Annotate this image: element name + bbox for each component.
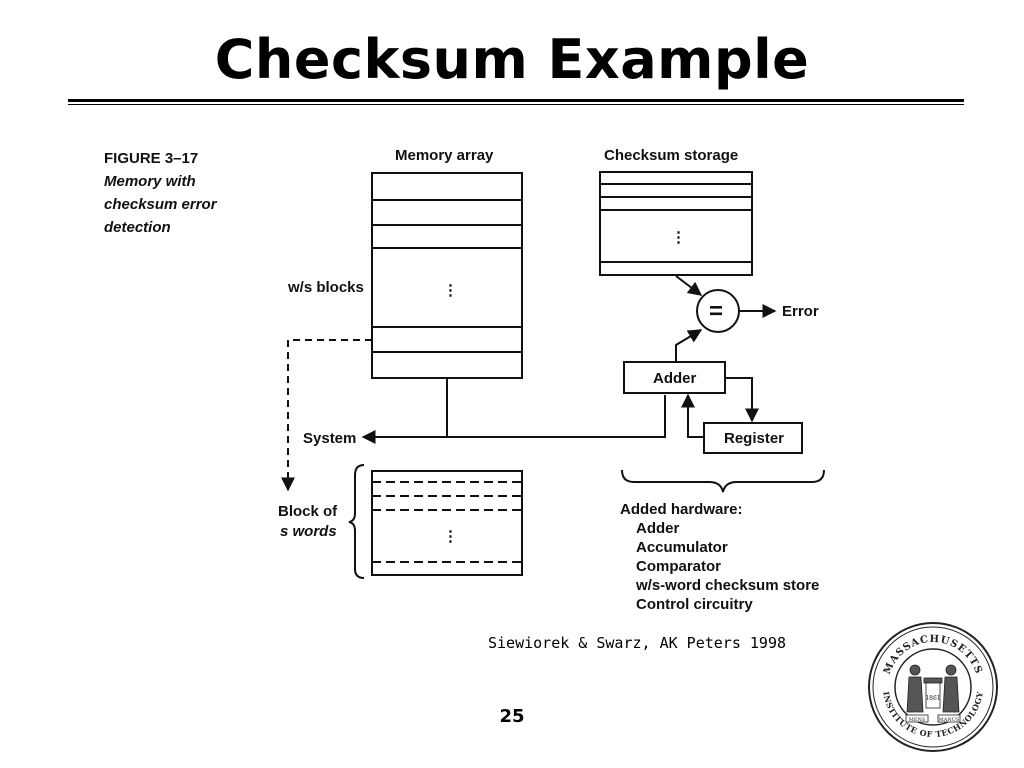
seal-year: 1861 bbox=[925, 695, 940, 702]
title-rule-thick bbox=[68, 99, 964, 102]
block-dashed-arrow bbox=[281, 339, 372, 492]
adder-to-register-arrow bbox=[725, 377, 759, 423]
adder-to-comparator-arrow bbox=[675, 329, 703, 362]
comparator-symbol: = bbox=[709, 298, 723, 325]
ws-blocks-label: w/s blocks bbox=[287, 279, 364, 296]
slide-title: Checksum Example bbox=[214, 28, 810, 91]
error-label: Error bbox=[782, 303, 819, 320]
added-hardware-item-5: Control circuitry bbox=[636, 596, 753, 613]
block-label-line-1: Block of bbox=[278, 503, 338, 520]
page-number: 25 bbox=[499, 706, 525, 727]
checksum-storage-label: Checksum storage bbox=[604, 147, 738, 164]
memory-array bbox=[371, 172, 523, 379]
title-rule-thin bbox=[68, 104, 964, 105]
figure-caption-line-3: detection bbox=[104, 219, 171, 236]
added-hardware-item-1: Adder bbox=[636, 520, 680, 537]
citation: Siewiorek & Swarz, AK Peters 1998 bbox=[488, 634, 787, 652]
block-of-words bbox=[371, 470, 523, 576]
adder-label: Adder bbox=[653, 370, 697, 387]
checksum-storage bbox=[599, 171, 753, 276]
register-label: Register bbox=[724, 430, 784, 447]
added-hardware-title: Added hardware: bbox=[620, 501, 743, 518]
added-hardware-brace bbox=[621, 469, 825, 493]
figure-number: FIGURE 3–17 bbox=[104, 150, 198, 167]
block-label-line-2: s words bbox=[280, 523, 337, 540]
memory-array-label: Memory array bbox=[395, 147, 494, 164]
added-hardware-item-4: w/s-word checksum store bbox=[635, 577, 819, 594]
figure-caption-line-1: Memory with bbox=[104, 173, 196, 190]
memory-array-ellipsis: ⋮ bbox=[443, 282, 458, 299]
block-ellipsis: ⋮ bbox=[443, 528, 458, 545]
mit-seal-logo: MASSACHUSETTS INSTITUTE OF TECHNOLOGY 18… bbox=[868, 622, 998, 752]
register-to-adder-arrow bbox=[681, 393, 704, 438]
added-hardware-item-2: Accumulator bbox=[636, 539, 728, 556]
seal-motto-left: MENS bbox=[909, 717, 926, 723]
checksum-storage-ellipsis: ⋮ bbox=[671, 229, 686, 246]
system-bus-arrow bbox=[361, 395, 666, 444]
added-hardware-item-3: Comparator bbox=[636, 558, 721, 575]
block-brace bbox=[348, 464, 365, 579]
seal-motto-right: MANUS bbox=[939, 717, 960, 723]
figure-caption-line-2: checksum error bbox=[104, 196, 218, 213]
system-label: System bbox=[303, 430, 356, 447]
storage-to-comparator-arrow bbox=[675, 275, 703, 296]
